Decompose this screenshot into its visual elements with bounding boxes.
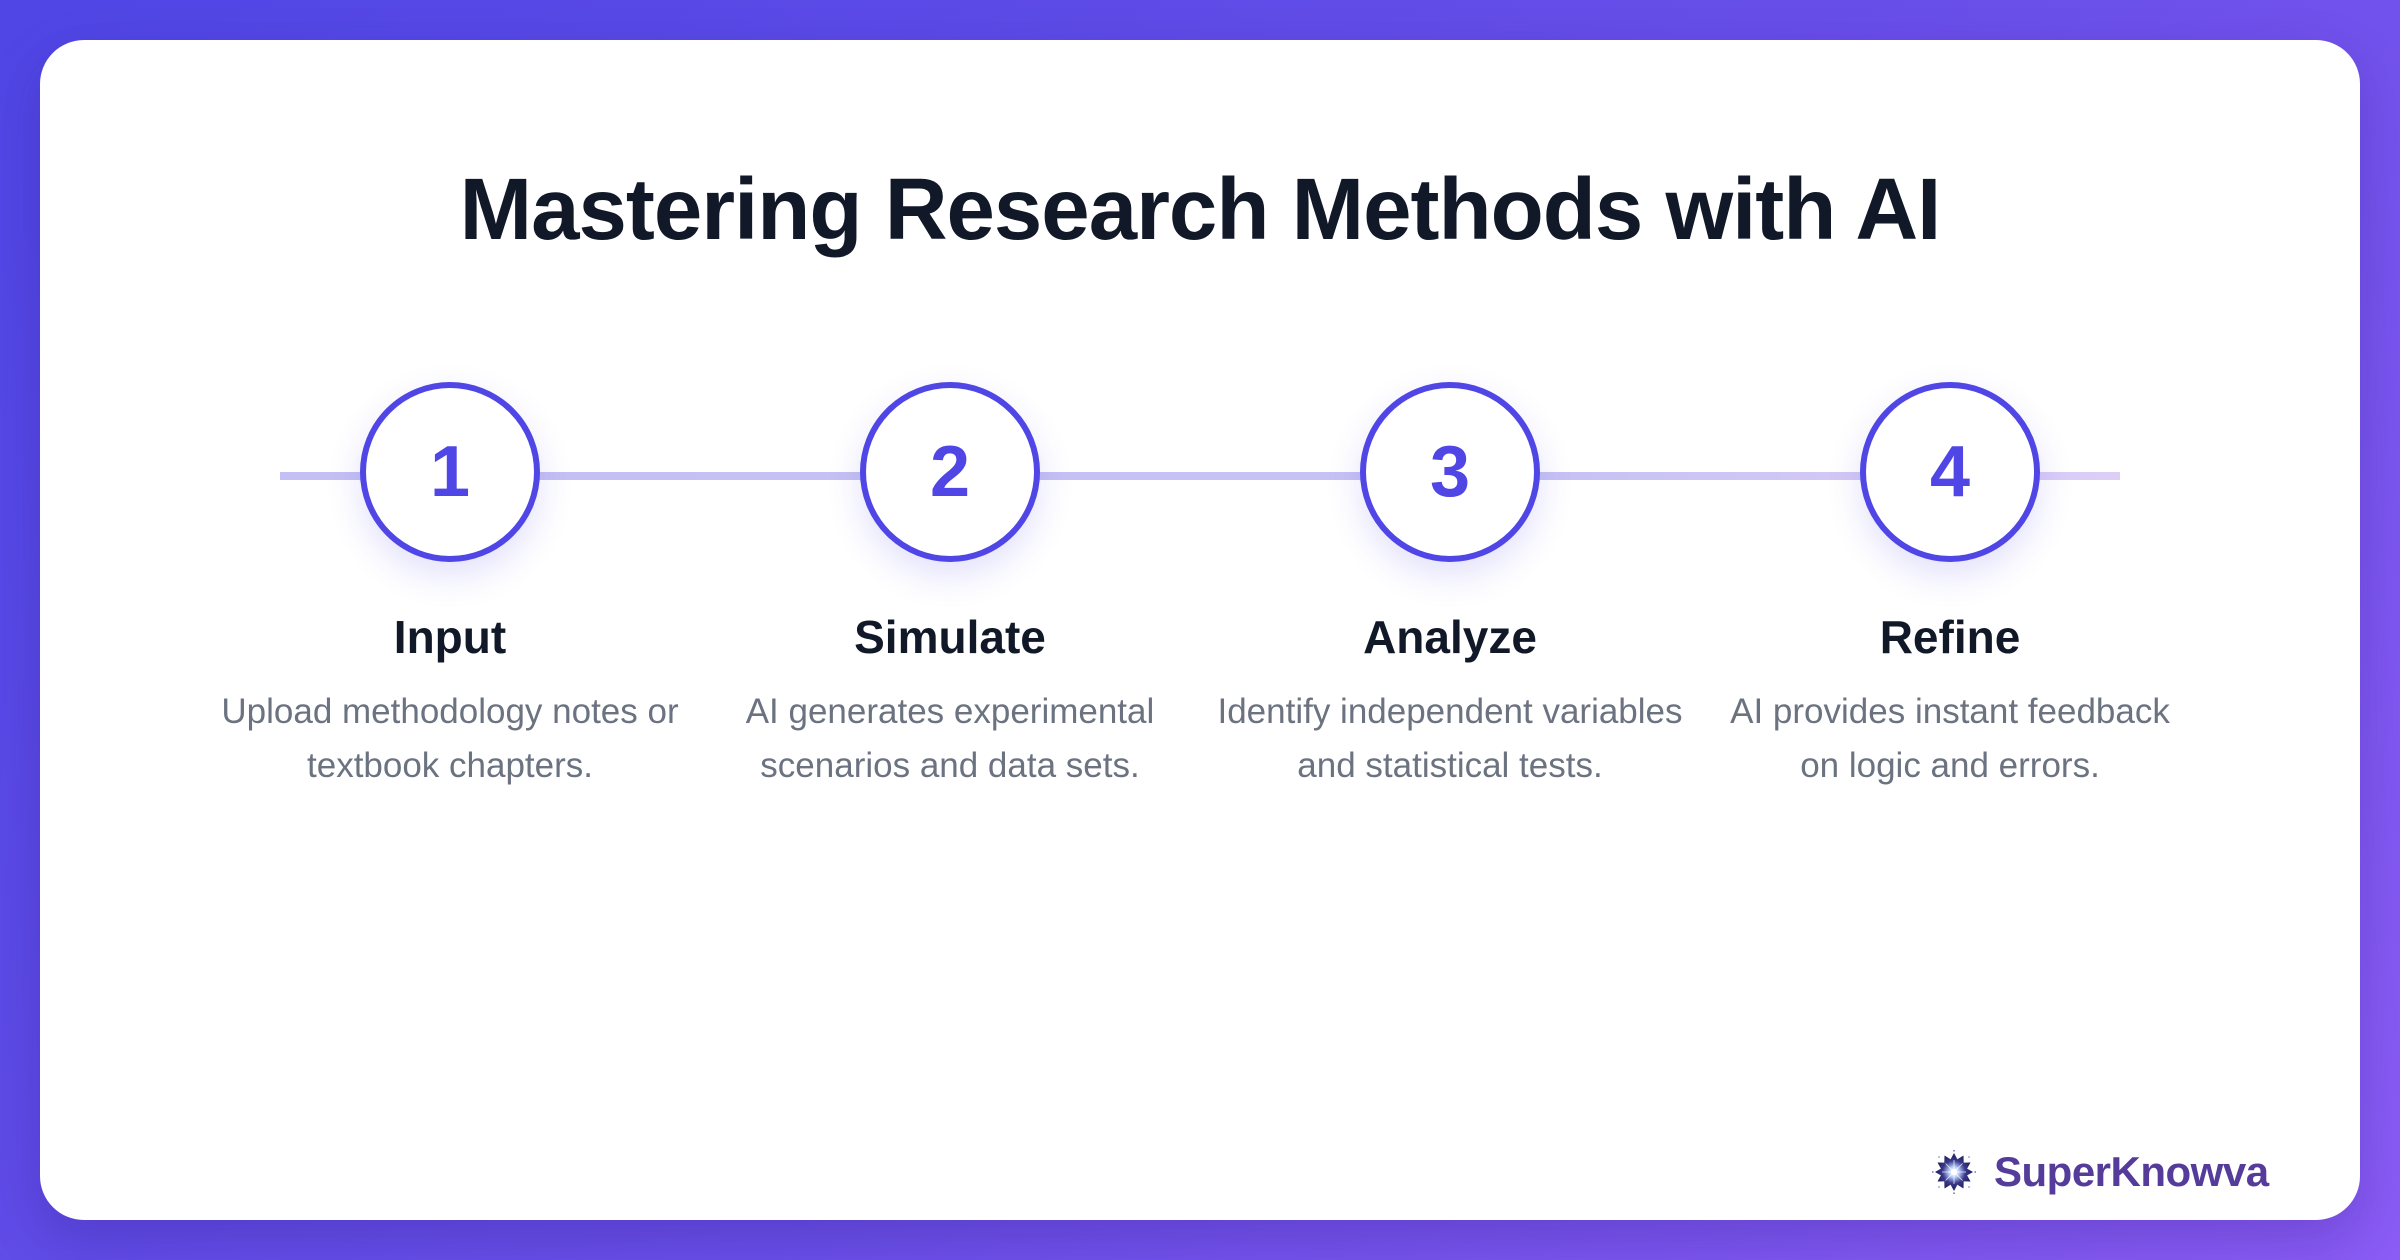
step-description: AI provides instant feedback on logic an… <box>1730 692 2170 786</box>
brand-logo: SuperKnowva <box>1932 1150 2269 1194</box>
page-title: Mastering Research Methods with AI <box>459 161 1942 258</box>
brand-name: SuperKnowva <box>1994 1148 2269 1195</box>
step-number-badge: 4 <box>1860 382 2040 562</box>
infographic-card: Mastering Research Methods with AI 1 Inp… <box>40 40 2360 1220</box>
step-description: Identify independent variables and stati… <box>1217 692 1683 786</box>
process-connector-line <box>280 472 2120 480</box>
step-title: Input <box>393 611 507 663</box>
step-number-badge: 1 <box>360 382 540 562</box>
step-title: Simulate <box>854 611 1046 663</box>
step-description: AI generates experimental scenarios and … <box>745 692 1155 786</box>
step-description: Upload methodology notes or textbook cha… <box>221 692 679 786</box>
step-number-badge: 2 <box>860 382 1040 562</box>
step-title: Refine <box>1879 611 2021 663</box>
step-number-badge: 3 <box>1360 382 1540 562</box>
step-analyze: 3 Analyze Identify independent variables… <box>1200 382 1700 793</box>
step-refine: 4 Refine AI provides instant feedback on… <box>1700 382 2200 793</box>
step-number: 2 <box>929 432 971 512</box>
step-number: 3 <box>1429 432 1471 512</box>
step-simulate: 2 Simulate AI generates experimental sce… <box>700 382 1200 793</box>
step-number: 1 <box>429 432 471 512</box>
step-number: 4 <box>1929 432 1971 512</box>
step-title: Analyze <box>1363 611 1537 663</box>
starburst-logo-icon <box>1932 1150 1976 1194</box>
step-input: 1 Input Upload methodology notes or text… <box>200 382 700 793</box>
